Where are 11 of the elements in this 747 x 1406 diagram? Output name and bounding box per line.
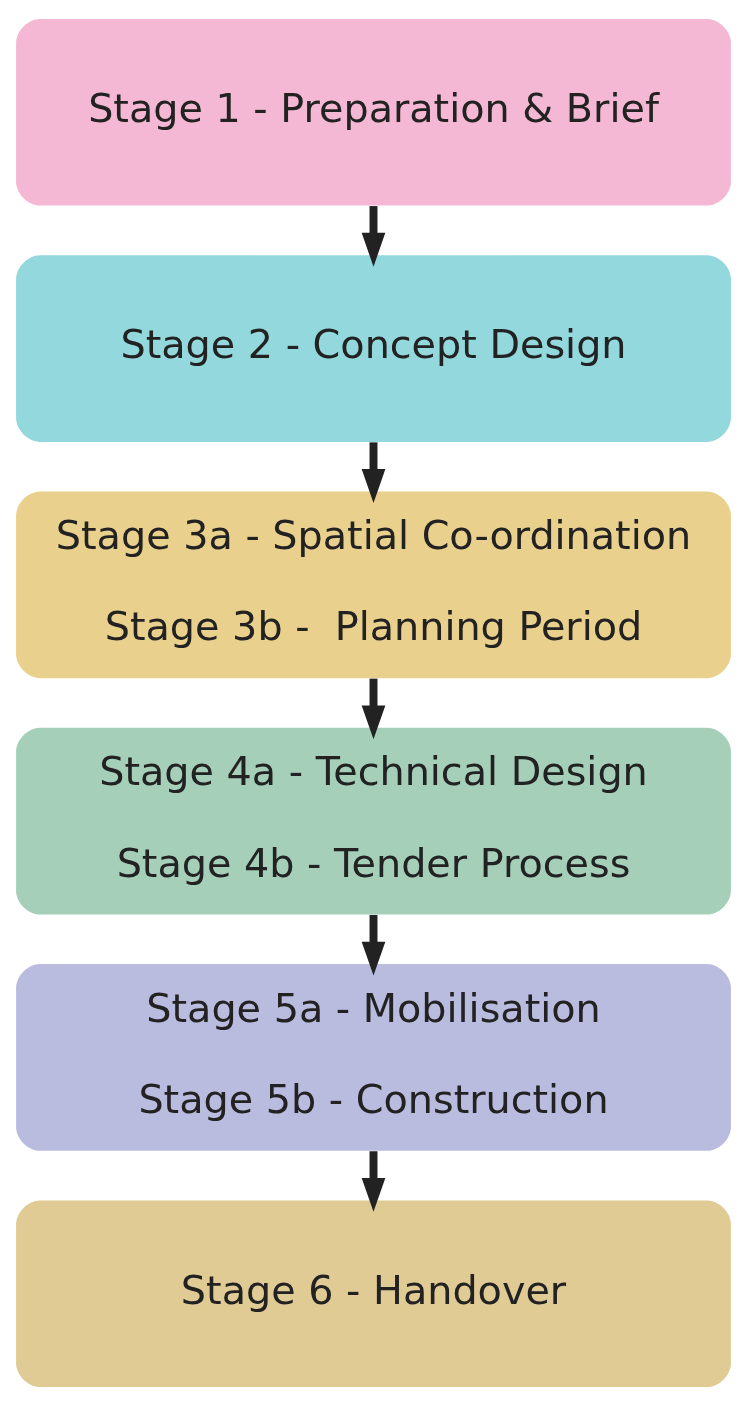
node-box: Stage 6 - Handover	[16, 1200, 731, 1388]
node-box: Stage 4a - Technical Design Stage 4b - Tender Process	[16, 727, 731, 915]
node-box: Stage 1 - Preparation & Brief	[16, 18, 731, 206]
node-box: Stage 3a - Spatial Co-ordination Stage 3b - Planning Period	[16, 491, 731, 679]
arrow	[361, 442, 386, 503]
arrow	[361, 914, 386, 976]
arrow	[361, 206, 386, 267]
node-box: Stage 2 - Concept Design	[16, 255, 731, 442]
node-box: Stage 5a - Mobilisation Stage 5b - Construction	[16, 964, 731, 1151]
arrow	[361, 1151, 386, 1212]
arrow	[361, 678, 386, 740]
